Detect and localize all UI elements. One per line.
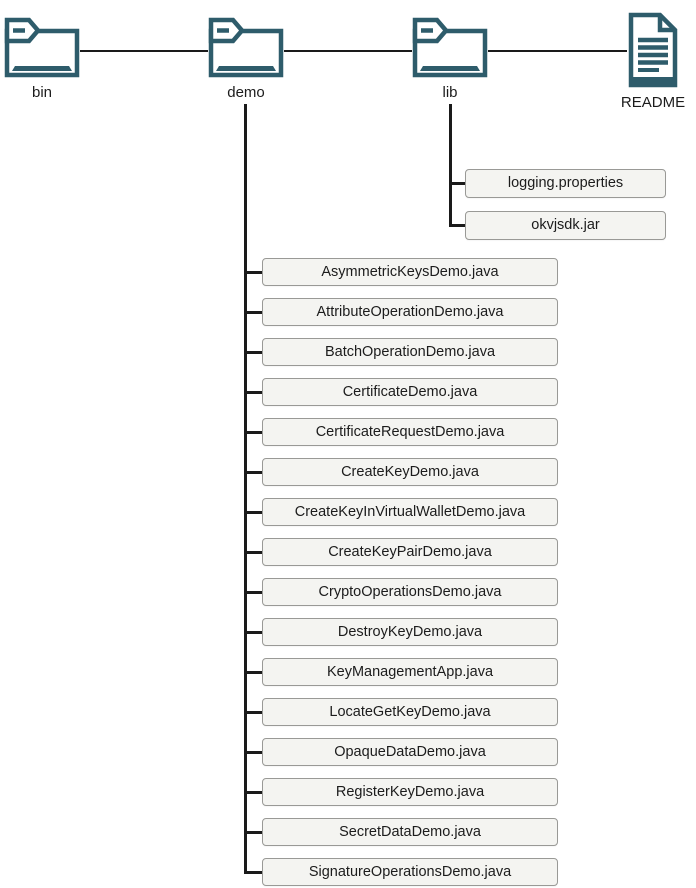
file-box: SignatureOperationsDemo.java — [262, 858, 558, 886]
demo-stem-line — [244, 104, 247, 874]
folder-icon — [412, 17, 488, 78]
file-name: CryptoOperationsDemo.java — [318, 584, 502, 600]
file-name: SignatureOperationsDemo.java — [308, 864, 512, 880]
file-name: BatchOperationDemo.java — [324, 344, 496, 360]
file-name: SecretDataDemo.java — [339, 824, 481, 840]
branch-line — [244, 630, 262, 634]
connector-demo-lib — [284, 50, 412, 52]
branch-line — [449, 181, 465, 185]
file-name: RegisterKeyDemo.java — [335, 784, 485, 800]
branch-line — [244, 550, 262, 554]
file-name: CreateKeyPairDemo.java — [328, 544, 492, 560]
file-name: KeyManagementApp.java — [326, 664, 494, 680]
file-name: CertificateRequestDemo.java — [315, 424, 505, 440]
folder-label-lib: lib — [442, 84, 458, 101]
file-name: CertificateDemo.java — [342, 384, 478, 400]
branch-line — [244, 350, 262, 354]
file-name: AsymmetricKeysDemo.java — [321, 264, 499, 280]
file-box: CreateKeyInVirtualWalletDemo.java — [262, 498, 558, 526]
folder-label-demo: demo — [227, 84, 265, 101]
file-name: okvjsdk.jar — [531, 217, 600, 233]
node-lib: lib — [412, 14, 488, 100]
node-demo: demo — [208, 14, 284, 100]
document-icon — [628, 12, 678, 88]
folder-icon — [4, 17, 80, 78]
branch-line — [244, 830, 262, 834]
file-name: AttributeOperationDemo.java — [316, 304, 504, 320]
file-box: KeyManagementApp.java — [262, 658, 558, 686]
connector-lib-readme — [488, 50, 627, 52]
file-box: CreateKeyDemo.java — [262, 458, 558, 486]
branch-line — [244, 790, 262, 794]
file-box: AttributeOperationDemo.java — [262, 298, 558, 326]
node-bin: bin — [4, 14, 80, 100]
file-name: DestroyKeyDemo.java — [337, 624, 483, 640]
file-name: OpaqueDataDemo.java — [334, 744, 486, 760]
lib-stem-line — [449, 104, 452, 227]
branch-line — [244, 710, 262, 714]
branch-line — [244, 390, 262, 394]
file-box: SecretDataDemo.java — [262, 818, 558, 846]
branch-line — [244, 270, 262, 274]
file-box: CertificateDemo.java — [262, 378, 558, 406]
file-box: okvjsdk.jar — [465, 210, 666, 240]
branch-line — [244, 870, 262, 874]
branch-line — [244, 750, 262, 754]
branch-line — [244, 470, 262, 474]
file-box: RegisterKeyDemo.java — [262, 778, 558, 806]
file-name: LocateGetKeyDemo.java — [329, 704, 491, 720]
document-label-readme: README — [620, 94, 686, 111]
branch-line — [244, 310, 262, 314]
connector-bin-demo — [80, 50, 208, 52]
file-name: CreateKeyInVirtualWalletDemo.java — [294, 504, 526, 520]
branch-line — [244, 510, 262, 514]
file-box: LocateGetKeyDemo.java — [262, 698, 558, 726]
folder-icon — [208, 17, 284, 78]
file-name: logging.properties — [507, 175, 624, 191]
file-box: AsymmetricKeysDemo.java — [262, 258, 558, 286]
file-box: DestroyKeyDemo.java — [262, 618, 558, 646]
branch-line — [244, 590, 262, 594]
branch-line — [449, 223, 465, 227]
file-box: BatchOperationDemo.java — [262, 338, 558, 366]
file-box: logging.properties — [465, 168, 666, 198]
file-box: OpaqueDataDemo.java — [262, 738, 558, 766]
file-box: CertificateRequestDemo.java — [262, 418, 558, 446]
file-name: CreateKeyDemo.java — [341, 464, 479, 480]
file-box: CryptoOperationsDemo.java — [262, 578, 558, 606]
file-box: CreateKeyPairDemo.java — [262, 538, 558, 566]
branch-line — [244, 430, 262, 434]
branch-line — [244, 670, 262, 674]
folder-label-bin: bin — [31, 84, 53, 101]
node-readme: README — [621, 12, 685, 110]
